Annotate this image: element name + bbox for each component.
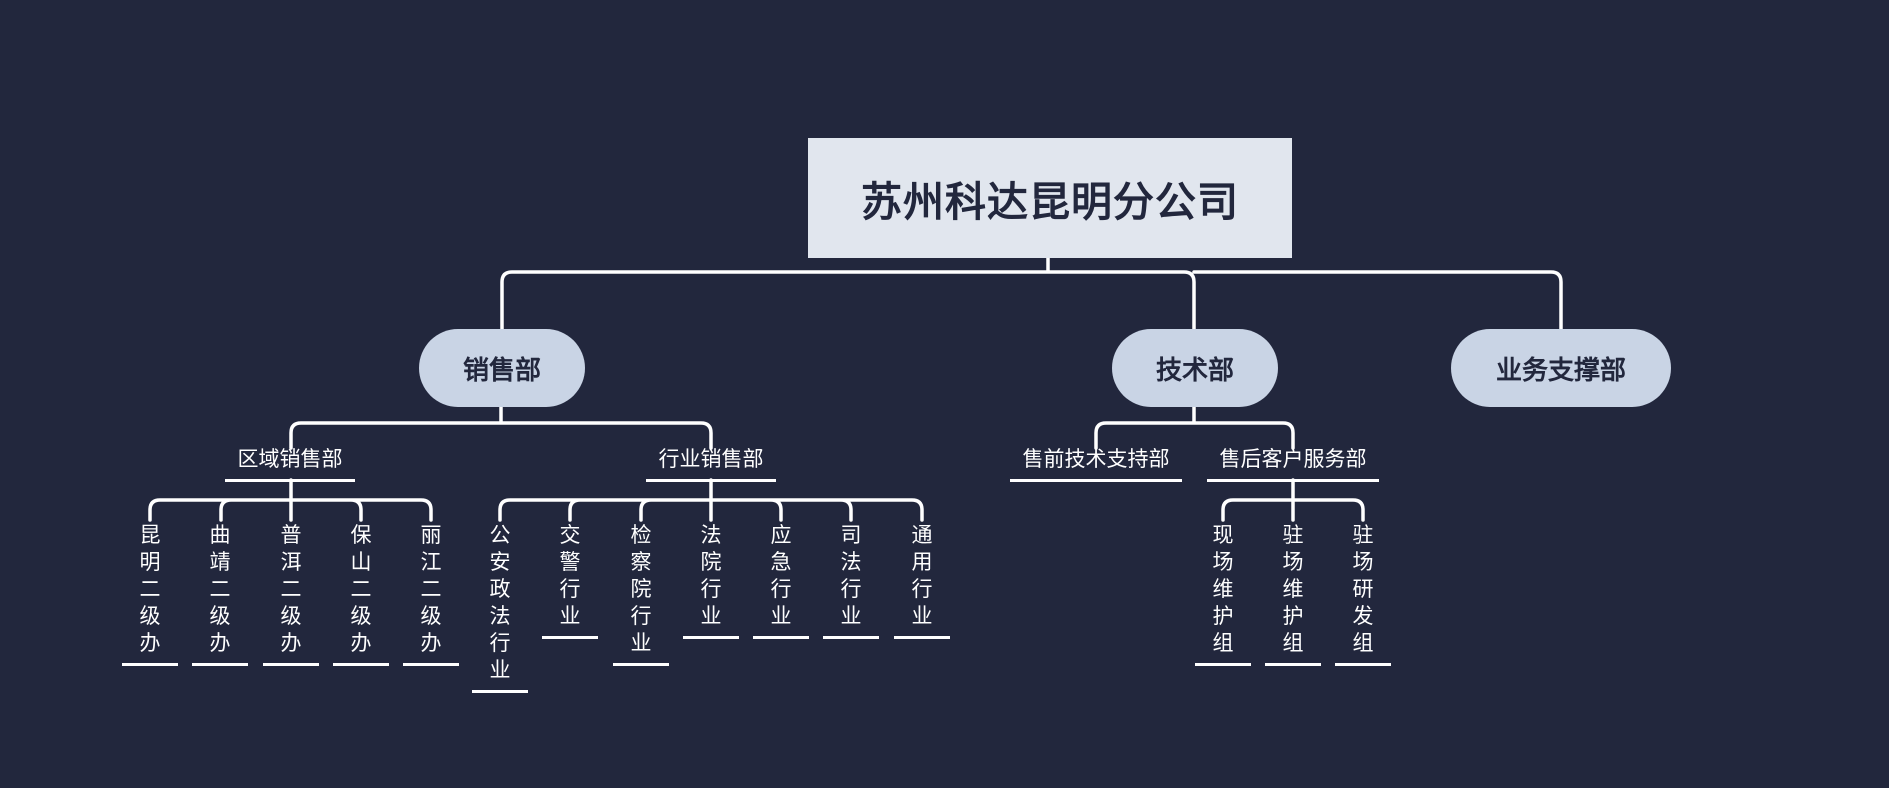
sector-node: 应急行业 [753, 522, 809, 639]
service-group-node: 驻场研发组 [1335, 522, 1391, 666]
sector-node: 公安政法行业 [472, 522, 528, 693]
sector-node: 交警行业 [542, 522, 598, 639]
office-node: 昆明二级办 [122, 522, 178, 666]
service-group-node: 驻场维护组 [1265, 522, 1321, 666]
root-node: 苏州科达昆明分公司 [808, 138, 1292, 258]
sales-department-node: 销售部 [419, 329, 585, 407]
sector-node: 检察院行业 [613, 522, 669, 666]
sector-node: 司法行业 [823, 522, 879, 639]
industry-sales-node: 行业销售部 [646, 436, 776, 482]
sector-node: 法院行业 [683, 522, 739, 639]
tech-department-node: 技术部 [1112, 329, 1278, 407]
support-department-node: 业务支撑部 [1451, 329, 1671, 407]
sector-node: 通用行业 [894, 522, 950, 639]
office-node: 丽江二级办 [403, 522, 459, 666]
office-node: 曲靖二级办 [192, 522, 248, 666]
service-group-node: 现场维护组 [1195, 522, 1251, 666]
aftersales-service-node: 售后客户服务部 [1207, 436, 1379, 482]
office-node: 保山二级办 [333, 522, 389, 666]
regional-sales-node: 区域销售部 [225, 436, 355, 482]
presales-tech-node: 售前技术支持部 [1010, 436, 1182, 482]
office-node: 普洱二级办 [263, 522, 319, 666]
